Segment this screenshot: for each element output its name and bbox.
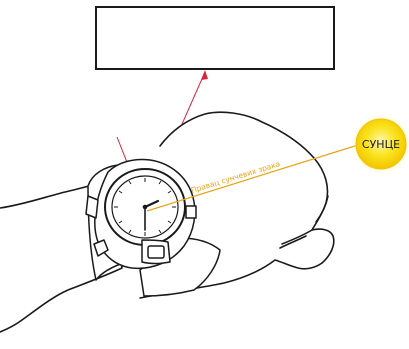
answer-box bbox=[96, 7, 334, 69]
sun-label: СУНЦЕ bbox=[362, 138, 400, 151]
north-pointer-arrowhead bbox=[201, 70, 208, 80]
